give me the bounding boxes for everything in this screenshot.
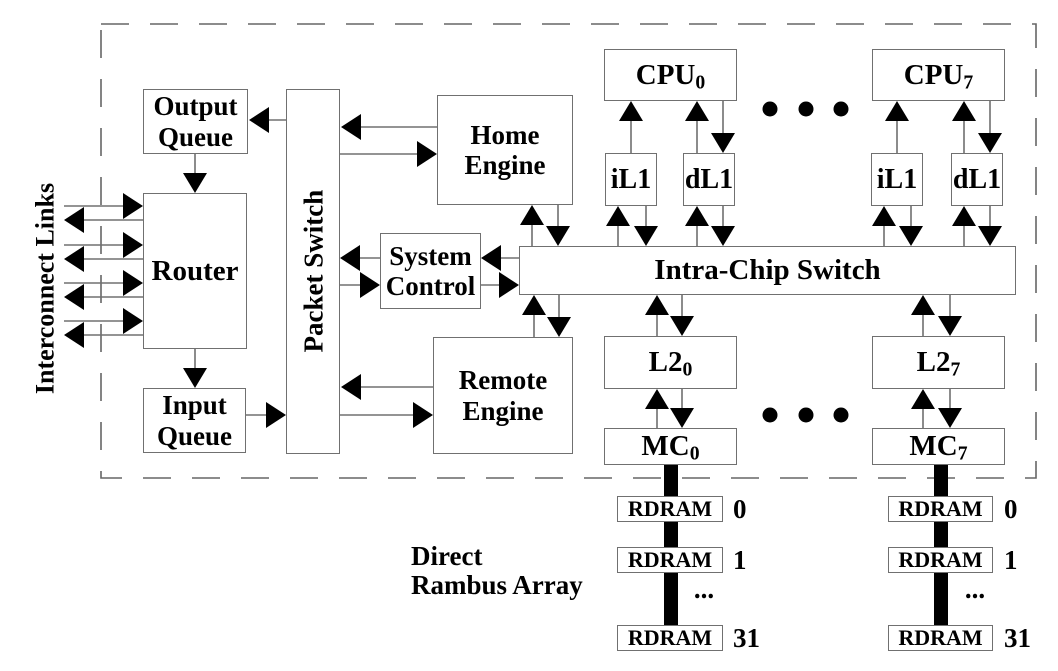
input-queue-label-line1: Input <box>162 390 227 421</box>
packet-switch-label: Packet Switch <box>297 190 328 353</box>
router-box: Router <box>143 193 247 349</box>
ellipsis-dots-cpu-row <box>762 101 849 117</box>
home-engine-label-line1: Home <box>470 119 540 150</box>
arrowheads <box>64 101 1002 428</box>
rdram-box-left-0: RDRAM <box>617 496 723 522</box>
dl1-box-7: dL1 <box>951 153 1003 206</box>
l2-0-label: L20 <box>648 346 693 381</box>
mc7-box: MC7 <box>872 428 1005 465</box>
packet-switch-box: Packet Switch <box>286 89 340 454</box>
il1-box-0: iL1 <box>605 153 657 206</box>
cpu0-label: CPU0 <box>635 58 706 94</box>
rdram-box-left-31: RDRAM <box>617 625 723 651</box>
rdram-index-right-1: 1 <box>1004 545 1018 575</box>
rdram-label: RDRAM <box>627 495 713 521</box>
rdram-box-right-0: RDRAM <box>888 496 993 522</box>
rdram-label: RDRAM <box>898 546 983 572</box>
rdram-index-right-0: 0 <box>1004 494 1018 524</box>
output-queue-box: Output Queue <box>143 89 248 154</box>
system-control-box: System Control <box>380 233 481 309</box>
intra-chip-switch-box: Intra-Chip Switch <box>519 246 1016 295</box>
rdram-label: RDRAM <box>627 624 713 650</box>
cpu0-box: CPU0 <box>604 49 737 101</box>
dl1-label: dL1 <box>684 163 734 195</box>
router-label: Router <box>151 254 239 287</box>
ellipsis-dots-l2-row <box>762 407 849 423</box>
remote-engine-box: Remote Engine <box>433 337 573 454</box>
l2-7-box: L27 <box>872 336 1005 389</box>
mc0-box: MC0 <box>604 428 737 465</box>
rdram-box-right-31: RDRAM <box>888 625 993 651</box>
cpu7-label: CPU7 <box>903 58 974 94</box>
annotation-line2: Rambus Array <box>411 570 583 600</box>
chip-boundary <box>100 23 1037 479</box>
home-engine-label-line2: Engine <box>464 150 546 180</box>
direct-rambus-annotation: Direct Rambus Array <box>411 542 583 600</box>
system-control-label-line1: System <box>389 240 472 271</box>
intra-chip-switch-label: Intra-Chip Switch <box>654 254 881 287</box>
l2-0-box: L20 <box>604 336 737 389</box>
input-queue-label-line2: Queue <box>156 420 232 451</box>
rdram-index-left-31: 31 <box>733 623 760 653</box>
remote-engine-label-line2: Engine <box>462 395 544 426</box>
system-control-label-line2: Control <box>385 271 476 301</box>
rdram-index-left-0: 0 <box>733 494 747 524</box>
rdram-index-left-1: 1 <box>733 545 747 575</box>
cpu7-box: CPU7 <box>872 49 1005 101</box>
rdram-label: RDRAM <box>627 546 713 572</box>
rdram-ellipsis-left: ... <box>693 574 715 604</box>
mc0-label: MC0 <box>641 430 700 465</box>
remote-engine-label-line1: Remote <box>458 365 548 396</box>
rdram-label: RDRAM <box>898 495 983 521</box>
il1-label: iL1 <box>610 163 652 195</box>
rdram-box-left-1: RDRAM <box>617 547 723 573</box>
dl1-box-0: dL1 <box>683 153 735 206</box>
l2-7-label: L27 <box>916 346 961 381</box>
interconnect-links-label: Interconnect Links <box>30 182 59 395</box>
rdram-label: RDRAM <box>898 624 983 650</box>
input-queue-box: Input Queue <box>143 388 246 453</box>
mc7-label: MC7 <box>909 430 968 465</box>
il1-label: iL1 <box>876 163 918 195</box>
dl1-label: dL1 <box>952 163 1002 195</box>
output-queue-label-line1: Output <box>153 91 238 122</box>
output-queue-label-line2: Queue <box>157 121 233 152</box>
il1-box-7: iL1 <box>871 153 923 206</box>
home-engine-box: Home Engine <box>437 95 573 205</box>
rdram-box-right-1: RDRAM <box>888 547 993 573</box>
annotation-line1: Direct <box>411 541 483 571</box>
rdram-ellipsis-right: ... <box>964 574 986 604</box>
rdram-index-right-31: 31 <box>1004 623 1031 653</box>
connector-lines <box>64 101 991 428</box>
